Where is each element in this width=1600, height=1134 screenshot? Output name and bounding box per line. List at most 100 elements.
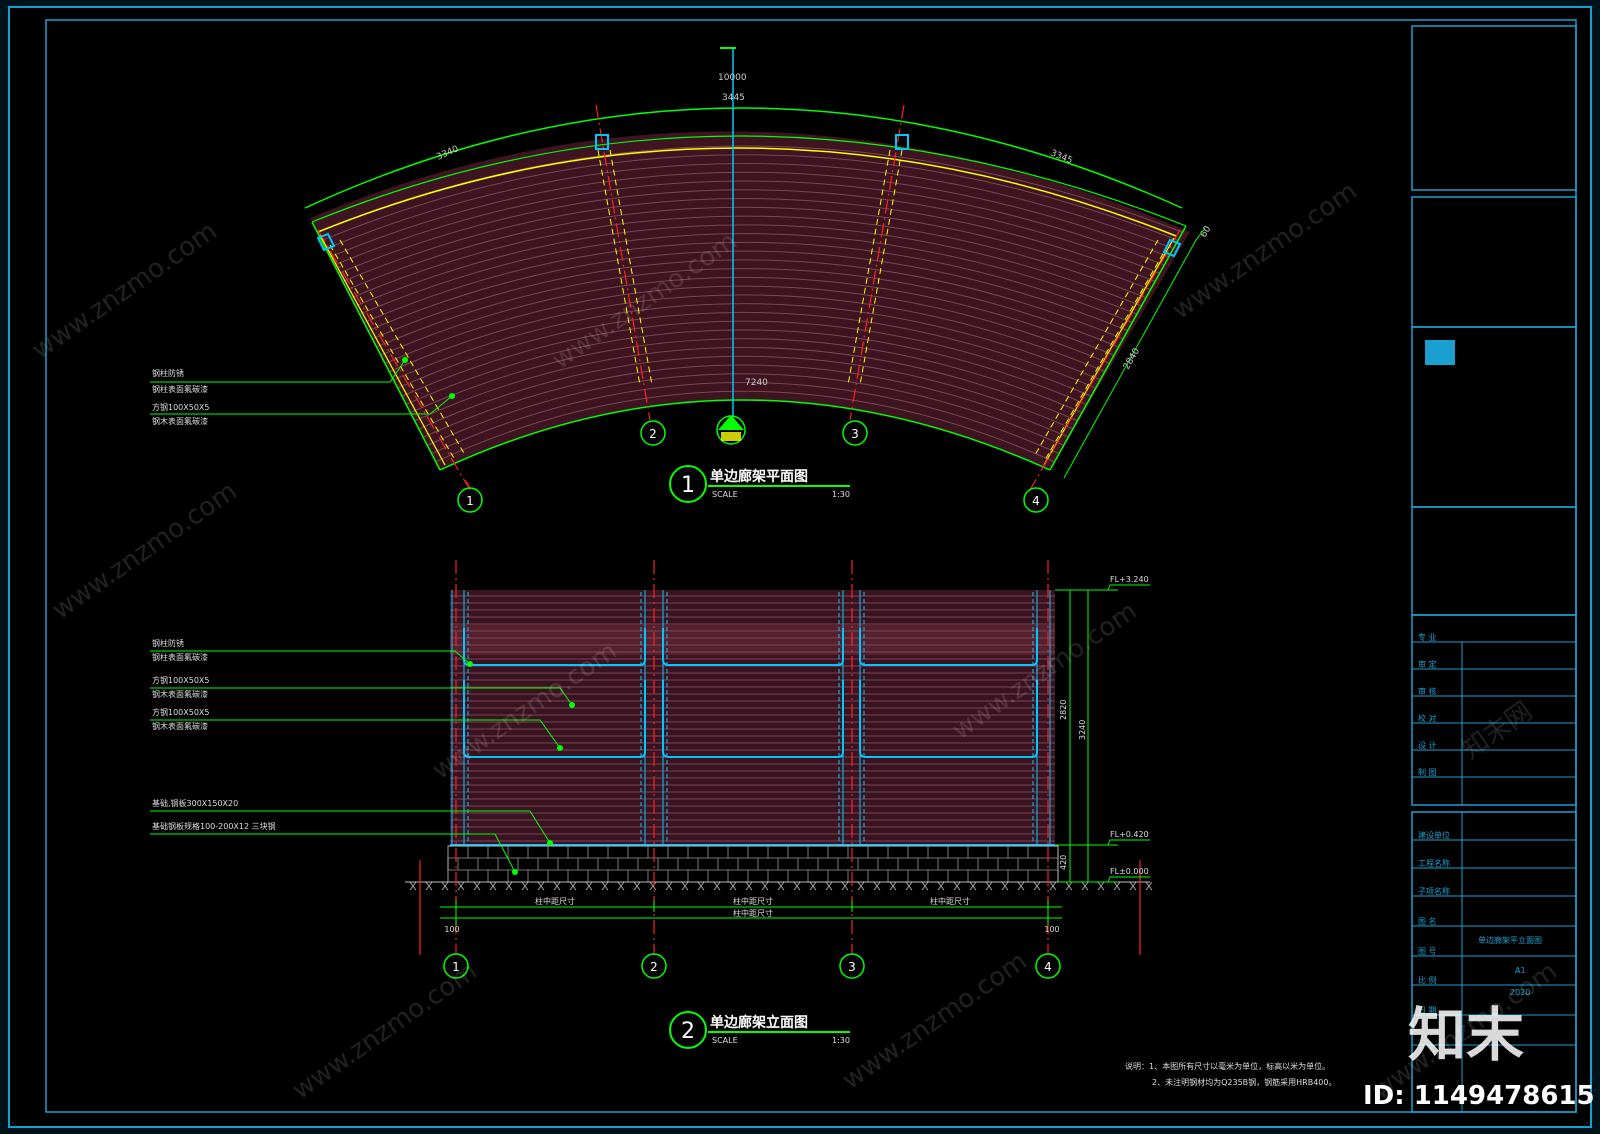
roof-slat-line	[330, 171, 1169, 258]
title-block-label: 子项名称	[1418, 886, 1450, 896]
ground-hatch-mark	[681, 881, 689, 891]
plan-axis-1: 1	[466, 494, 474, 508]
height-upper: 2820	[1059, 700, 1068, 720]
ground-hatch-mark	[873, 881, 881, 891]
ground-hatch-mark	[649, 881, 657, 891]
plan-callout-4: 钢木表面氟碳漆	[152, 416, 208, 426]
plan-title-block: 1 单边廊架平面图 SCALE 1:30	[669, 465, 850, 503]
ground-hatch-mark	[713, 881, 721, 891]
ground-hatch-mark	[1129, 881, 1137, 891]
level-top: FL+3.240	[1110, 575, 1149, 584]
roof-slat-line	[322, 154, 1178, 241]
roof-slat-line	[368, 250, 1128, 331]
elevation-dashed-studs	[467, 592, 1034, 845]
dim-bay-1: 柱中距尺寸	[535, 896, 575, 906]
tb-date: 2020	[1510, 988, 1530, 997]
elev-callout-6: 钢木表面氟碳漆	[152, 721, 208, 731]
ground-hatch-mark	[793, 881, 801, 891]
ground-hatch-mark	[969, 881, 977, 891]
ground-hatch-mark	[1001, 881, 1009, 891]
plan-callout-3: 方钢100X50X5	[152, 402, 210, 412]
ground-hatch-mark	[825, 881, 833, 891]
elev-callout-7: 基础,钢板300X150X20	[152, 798, 238, 808]
dim-bay-2: 柱中距尺寸	[733, 896, 773, 906]
plan-dim-inner: 7240	[745, 378, 768, 388]
title-block-label: 工程名称	[1418, 858, 1450, 868]
dim-left-end: 100	[444, 925, 459, 934]
ground-hatch-mark	[585, 881, 593, 891]
roof-slat-line	[326, 163, 1174, 249]
roof-slat-line	[359, 233, 1137, 315]
ground-hatch-mark	[1081, 881, 1089, 891]
dim-total: 柱中距尺寸	[733, 908, 773, 918]
height-base: 420	[1059, 855, 1068, 870]
roof-slat-line	[376, 268, 1119, 348]
ground-hatch-mark	[617, 881, 625, 891]
ground-hatch-mark	[505, 881, 513, 891]
title-block-label: 比 例	[1418, 975, 1437, 985]
roof-slat-line	[351, 215, 1146, 299]
plan-title-number: 1	[681, 473, 695, 498]
elevation-bottom-dimensions	[440, 900, 1062, 925]
roof-slat-line	[347, 206, 1151, 290]
elev-callout-4: 钢木表面氟碳漆	[152, 689, 208, 699]
roof-hatch	[310, 131, 1190, 470]
level-mid: FL+0.420	[1110, 830, 1149, 839]
plan-scale-value: 1:30	[832, 490, 850, 499]
plan-axis-3: 3	[851, 427, 859, 441]
elev-callout-8: 基础钢板规格100-200X12 三块钢	[152, 821, 276, 831]
ground-hatch-mark	[1033, 881, 1041, 891]
elevation-title-block: 2 单边廊架立面图 SCALE 1:30	[669, 1011, 850, 1049]
elev-callout-2: 钢柱表面氟碳漆	[152, 652, 208, 662]
ground-hatch-mark	[697, 881, 705, 891]
level-ground: FL±0.000	[1110, 867, 1149, 876]
title-block-label: 制 图	[1418, 767, 1437, 777]
outer-dimension-arc	[304, 107, 1183, 209]
ground-hatch-mark	[441, 881, 449, 891]
elev-axis-3: 3	[848, 960, 856, 974]
tb-drawing-name: 单边廊架平立面图	[1478, 935, 1542, 945]
roof-slat-line	[431, 381, 1060, 455]
ground-hatch-mark	[553, 881, 561, 891]
elevation-axes	[455, 560, 1049, 955]
roof-slat-line	[414, 347, 1078, 422]
ground-hatch-mark	[889, 881, 897, 891]
roof-slat-line	[397, 311, 1096, 389]
elev-callout-1: 钢柱防锈	[152, 638, 184, 648]
ground-hatch-mark	[1065, 881, 1073, 891]
plan-column-brackets	[316, 134, 1182, 258]
plan-axis-4: 4	[1032, 494, 1040, 508]
title-block-label: 图 名	[1418, 916, 1437, 926]
plan-title: 单边廊架平面图	[710, 468, 808, 485]
ground-hatch-mark	[953, 881, 961, 891]
ground-hatch-mark	[761, 881, 769, 891]
ground-hatch-mark	[1017, 881, 1025, 891]
elev-title-number: 2	[681, 1019, 695, 1044]
ground-hatch-mark	[809, 881, 817, 891]
roof-slat-line	[406, 329, 1087, 405]
ground-hatch-mark	[937, 881, 945, 891]
roof-slat-line	[418, 355, 1073, 430]
ground-hatch-mark	[537, 881, 545, 891]
ground-hatch-mark	[905, 881, 913, 891]
plan-outer-edge	[311, 135, 1187, 227]
elev-scale-value: 1:30	[832, 1036, 850, 1045]
ground-hatch-mark	[521, 881, 529, 891]
title-block-label: 专 业	[1418, 632, 1437, 642]
plan-axis-bubbles: 1 2 3 4	[457, 420, 1049, 513]
roof-slat-line	[334, 180, 1164, 266]
elev-callout-3: 方钢100X50X5	[152, 675, 210, 685]
elev-axis-4: 4	[1044, 960, 1052, 974]
roof-slat-line	[401, 320, 1092, 397]
plan-dim-total: 10000	[718, 73, 747, 83]
roof-slat-line	[372, 259, 1124, 340]
ground-hatch-mark	[601, 881, 609, 891]
title-block-label: 审 定	[1418, 659, 1437, 669]
ground-hatch-mark	[777, 881, 785, 891]
plan-callouts: 钢柱防锈 钢柱表面氟碳漆 方钢100X50X5 钢木表面氟碳漆	[150, 357, 455, 426]
ground-hatch-mark	[1145, 881, 1153, 891]
brick-base	[447, 845, 1059, 883]
ground-hatch-mark	[985, 881, 993, 891]
ground-hatch-mark	[729, 881, 737, 891]
